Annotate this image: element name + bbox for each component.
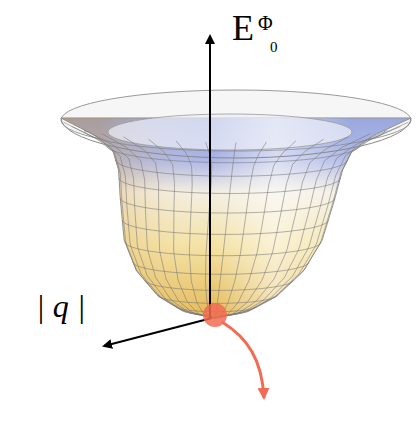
- grid-line: [72, 126, 215, 318]
- grid-line: [84, 130, 215, 318]
- axis-superscript: Φ: [258, 13, 273, 33]
- grid-line: [215, 139, 324, 318]
- grid-line: [215, 142, 266, 318]
- q-axis: [104, 318, 212, 346]
- axis-label: E: [232, 10, 254, 46]
- grid-line: [149, 139, 216, 318]
- grid-line: [106, 145, 359, 163]
- grid-line: [102, 134, 215, 318]
- escape-arrow: [222, 322, 264, 398]
- axis-subscript: 0: [270, 40, 278, 55]
- grid-line: [215, 141, 296, 318]
- axis-label: | q |: [36, 290, 86, 322]
- grid-line: [124, 137, 216, 318]
- grid-line: [215, 143, 236, 319]
- funnel-surface: [61, 114, 411, 318]
- rim-lip: [61, 118, 411, 158]
- grid-line: [215, 126, 400, 318]
- energy-axis: [209, 36, 211, 318]
- grid-line: [215, 122, 408, 318]
